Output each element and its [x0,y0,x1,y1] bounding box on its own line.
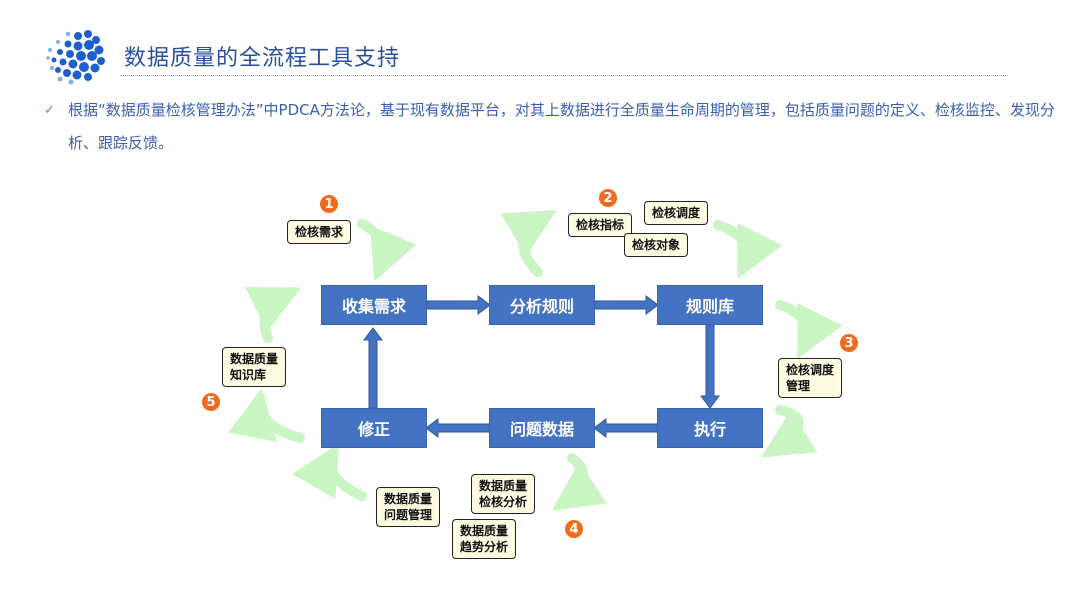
step-badge-1: 1 [320,195,338,213]
curl-arrow-5 [228,388,305,443]
tag-schedule-management: 检核调度 管理 [778,358,843,398]
tag-check-object: 检核对象 [624,233,689,257]
tag-check-requirement: 检核需求 [287,220,352,244]
step-badge-2: 2 [599,189,617,207]
curl-arrow-4b [292,443,367,501]
arrow-fix-to-collect [363,327,383,409]
tag-line: 数据质量 [230,352,279,366]
page-title: 数据质量的全流程工具支持 [124,46,401,71]
tag-line: 问题管理 [384,508,433,522]
node-execute: 执行 [658,409,762,447]
node-fix: 修正 [322,409,426,447]
tag-line: 数据质量 [460,524,509,538]
sphere-logo-icon [46,30,105,85]
title-divider [120,75,1008,76]
check-mark-icon: ✓ [44,103,55,118]
arrow-analyze-to-rulebase [593,295,659,315]
arrow-execute-to-problem [593,418,659,438]
curl-arrow-1 [357,219,417,282]
node-analyze: 分析规则 [490,286,594,324]
bullet-text: 根据“数据质量检核管理办法”中PDCA方法论，基于现有数据平台，对其上数据进行全… [68,101,1055,152]
arrow-collect-to-analyze [425,295,491,315]
tag-check-schedule: 检核调度 [644,201,709,225]
tag-line: 检核分析 [479,495,528,509]
tag-line: 趋势分析 [460,540,509,554]
curl-arrow-5b [245,287,301,343]
tag-line: 检核调度 [786,363,835,377]
curl-arrow-4 [551,453,608,511]
tag-line: 数据质量 [384,492,433,506]
tag-dq-check-analysis: 数据质量 检核分析 [471,474,536,514]
curl-arrow-2a [500,209,557,277]
step-badge-3: 3 [840,334,858,352]
curl-arrow-2b [713,220,783,279]
curl-arrow-3b [761,405,818,458]
tag-dq-knowledge-base: 数据质量 知识库 [222,347,287,387]
arrow-problem-to-fix [425,418,491,438]
node-rulebase: 规则库 [658,286,762,324]
arrow-rulebase-to-execute [700,323,720,409]
tag-check-indicator: 检核指标 [568,213,633,237]
node-collect: 收集需求 [322,286,426,324]
step-badge-5: 5 [202,393,220,411]
tag-dq-problem-management: 数据质量 问题管理 [376,487,441,527]
step-badge-4: 4 [565,520,583,538]
tag-dq-trend-analysis: 数据质量 趋势分析 [452,519,517,559]
tag-line: 管理 [786,379,811,393]
tag-line: 知识库 [230,368,267,382]
curl-arrow-3 [775,300,843,359]
tag-line: 数据质量 [479,479,528,493]
node-problem: 问题数据 [490,409,594,447]
